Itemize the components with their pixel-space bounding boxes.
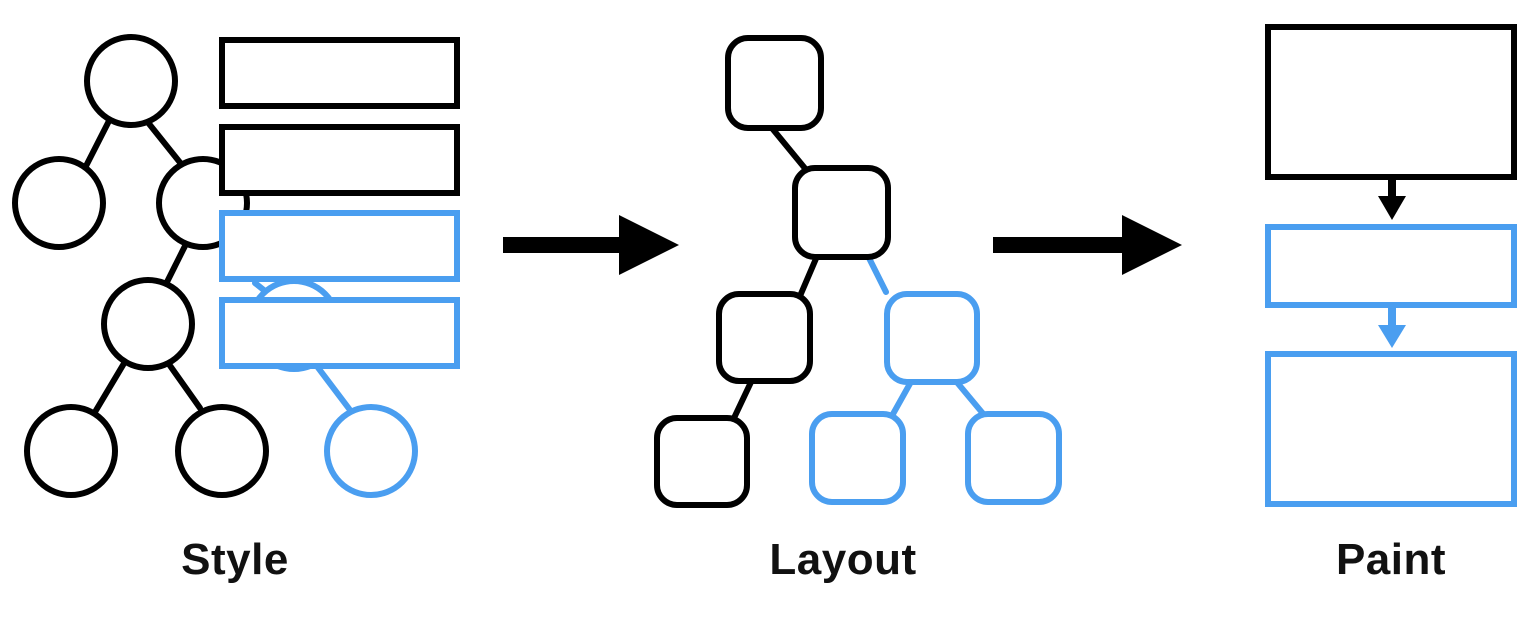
layout-tree-nodes xyxy=(654,35,891,508)
tree-edge xyxy=(797,251,821,299)
stage-label-layout: Layout xyxy=(769,535,917,584)
layout-box-node xyxy=(716,291,813,384)
tree-edge xyxy=(163,357,203,411)
tree-node xyxy=(84,34,178,128)
tree-node xyxy=(12,156,106,250)
tree-edge xyxy=(890,377,915,417)
tree-node xyxy=(101,277,195,371)
arrow-down-icon xyxy=(1378,307,1406,348)
tree-edge xyxy=(82,112,115,171)
style-rule-box-highlight xyxy=(219,297,460,369)
style-rule-box-highlight xyxy=(219,210,460,282)
layout-box-node xyxy=(792,165,891,260)
paint-stage xyxy=(1265,24,1517,507)
style-rule-box xyxy=(219,124,460,196)
arrow-down-icon xyxy=(1378,180,1406,220)
tree-edge xyxy=(313,362,353,413)
layout-box-node xyxy=(884,291,980,385)
paint-layer-box-highlight xyxy=(1265,351,1517,507)
tree-edge xyxy=(731,377,755,421)
layout-box-node xyxy=(654,415,750,508)
stage-label-paint: Paint xyxy=(1335,535,1447,584)
arrow-right-icon xyxy=(993,215,1182,275)
tree-edge xyxy=(143,117,185,168)
style-tree-edges xyxy=(82,112,203,415)
layout-box-node xyxy=(809,411,906,505)
layout-box-node xyxy=(965,411,1062,505)
layout-box-node xyxy=(725,35,824,131)
layout-stage xyxy=(654,35,1062,508)
tree-edge xyxy=(92,357,129,415)
tree-edge xyxy=(768,124,811,175)
tree-node xyxy=(175,404,269,498)
tree-node xyxy=(324,404,418,498)
style-stage xyxy=(12,34,460,498)
tree-edge xyxy=(864,251,889,295)
tree-node xyxy=(24,404,118,498)
layout-tree-edges xyxy=(731,124,821,421)
layout-tree-nodes-highlight xyxy=(809,291,1062,505)
stage-label-style: Style xyxy=(181,535,289,584)
tree-edge xyxy=(952,377,988,419)
paint-layer-box xyxy=(1265,24,1517,180)
layout-tree-edges-highlight xyxy=(864,251,988,419)
arrow-right-icon xyxy=(503,215,679,275)
paint-layer-box-highlight xyxy=(1265,224,1517,308)
style-rule-box xyxy=(219,37,460,109)
